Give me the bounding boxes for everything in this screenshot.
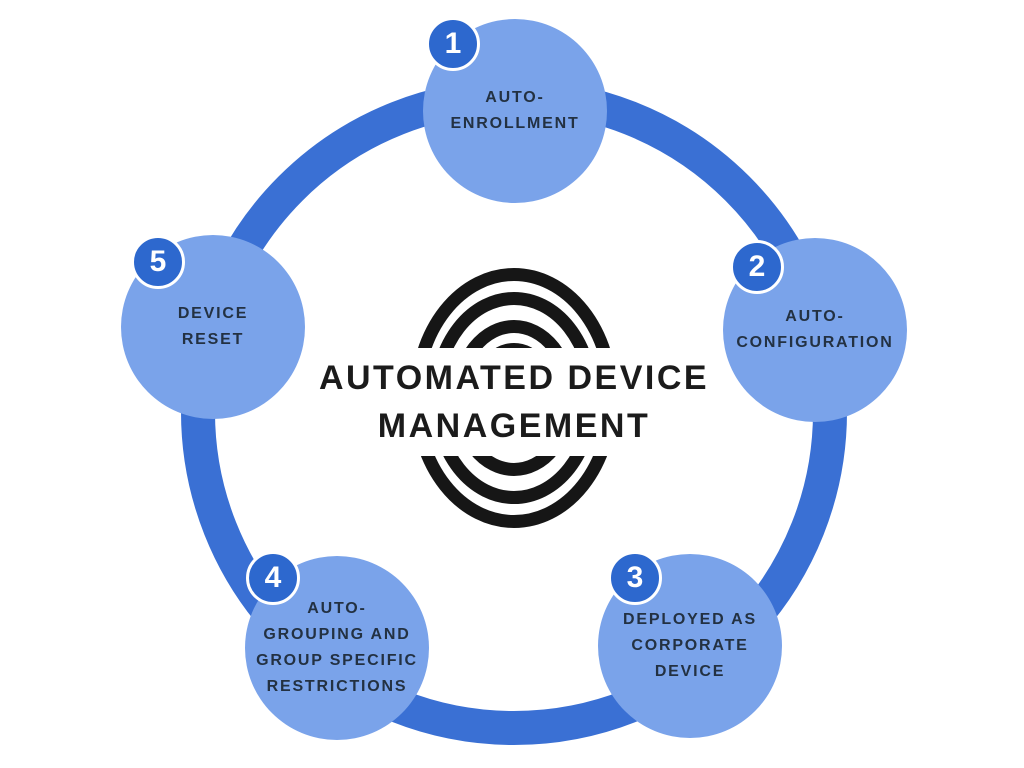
node-label: DEVICE RESET (178, 301, 248, 353)
node-label-line: RESET (181, 331, 245, 348)
node-label-line: DEVICE (654, 663, 726, 680)
step-badge-2: 2 (730, 240, 784, 294)
step-badge-3: 3 (608, 551, 662, 605)
node-label-line: CONFIGURATION (736, 334, 894, 351)
title-line-1: AUTOMATED DEVICE (318, 359, 710, 397)
node-label-line: AUTO- (785, 308, 845, 325)
diagram-title: AUTOMATED DEVICE MANAGEMENT (302, 348, 726, 456)
node-label-line: GROUP SPECIFIC (256, 652, 418, 669)
node-label-line: AUTO- (485, 89, 545, 106)
node-label-line: DEPLOYED AS (623, 611, 757, 628)
step-badge-1: 1 (426, 17, 480, 71)
node-label-line: ENROLLMENT (450, 115, 580, 132)
step-badge-5: 5 (131, 235, 185, 289)
step-number: 5 (149, 245, 167, 278)
node-label-line: CORPORATE (631, 637, 749, 654)
step-number: 3 (626, 561, 644, 594)
title-line-2: MANAGEMENT (377, 407, 651, 445)
node-label: AUTO- ENROLLMENT (450, 85, 579, 137)
node-label: DEPLOYED AS CORPORATE DEVICE (623, 607, 757, 685)
node-label-line: AUTO- (307, 600, 367, 617)
node-auto-grouping-restrictions: AUTO- GROUPING AND GROUP SPECIFIC RESTRI… (245, 556, 429, 740)
node-label-line: DEVICE (177, 305, 249, 322)
node-label: AUTO- GROUPING AND GROUP SPECIFIC RESTRI… (256, 596, 418, 700)
step-number: 2 (748, 250, 766, 283)
node-label-line: RESTRICTIONS (266, 678, 408, 695)
step-number: 4 (264, 561, 282, 594)
node-label: AUTO- CONFIGURATION (736, 304, 893, 356)
step-badge-4: 4 (246, 551, 300, 605)
node-label-line: GROUPING AND (263, 626, 411, 643)
step-number: 1 (444, 27, 462, 60)
